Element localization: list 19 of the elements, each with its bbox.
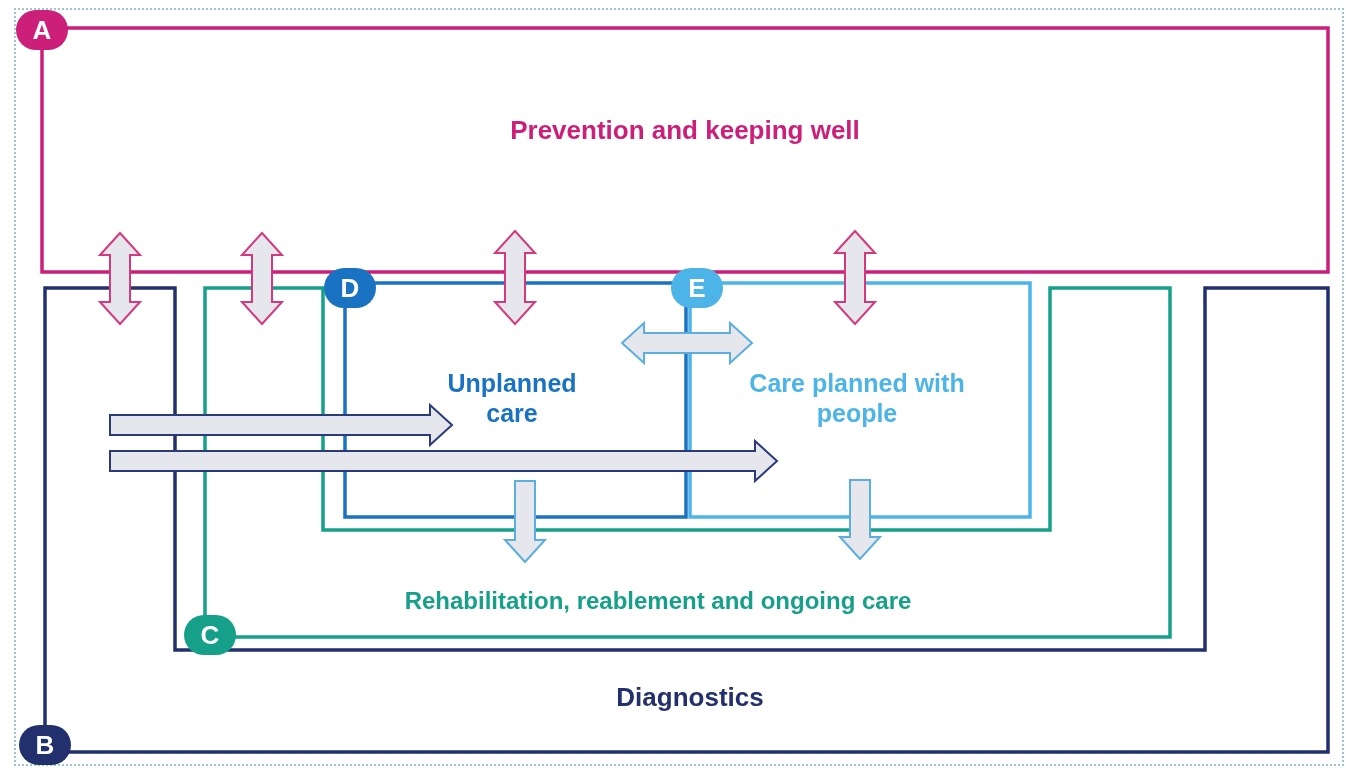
letter-badge: C xyxy=(184,615,236,655)
region-title: Diagnostics xyxy=(615,680,765,714)
block-arrow xyxy=(837,479,883,561)
region-title: Care planned with people xyxy=(748,368,966,428)
block-arrow xyxy=(239,231,285,326)
block-arrow xyxy=(620,320,754,366)
letter-badge: E xyxy=(671,268,723,308)
block-arrow xyxy=(492,229,538,326)
block-arrow xyxy=(502,480,548,564)
letter-badge: D xyxy=(324,268,376,308)
block-arrow xyxy=(832,229,878,326)
block-arrow xyxy=(97,231,143,326)
letter-badge: B xyxy=(19,725,71,765)
region-title: Unplanned care xyxy=(446,368,578,428)
block-arrow xyxy=(109,438,779,484)
block-arrow xyxy=(109,402,454,448)
region-title: Rehabilitation, reablement and ongoing care xyxy=(403,586,913,616)
region-title: Prevention and keeping well xyxy=(509,113,861,147)
letter-badge: A xyxy=(16,10,68,50)
